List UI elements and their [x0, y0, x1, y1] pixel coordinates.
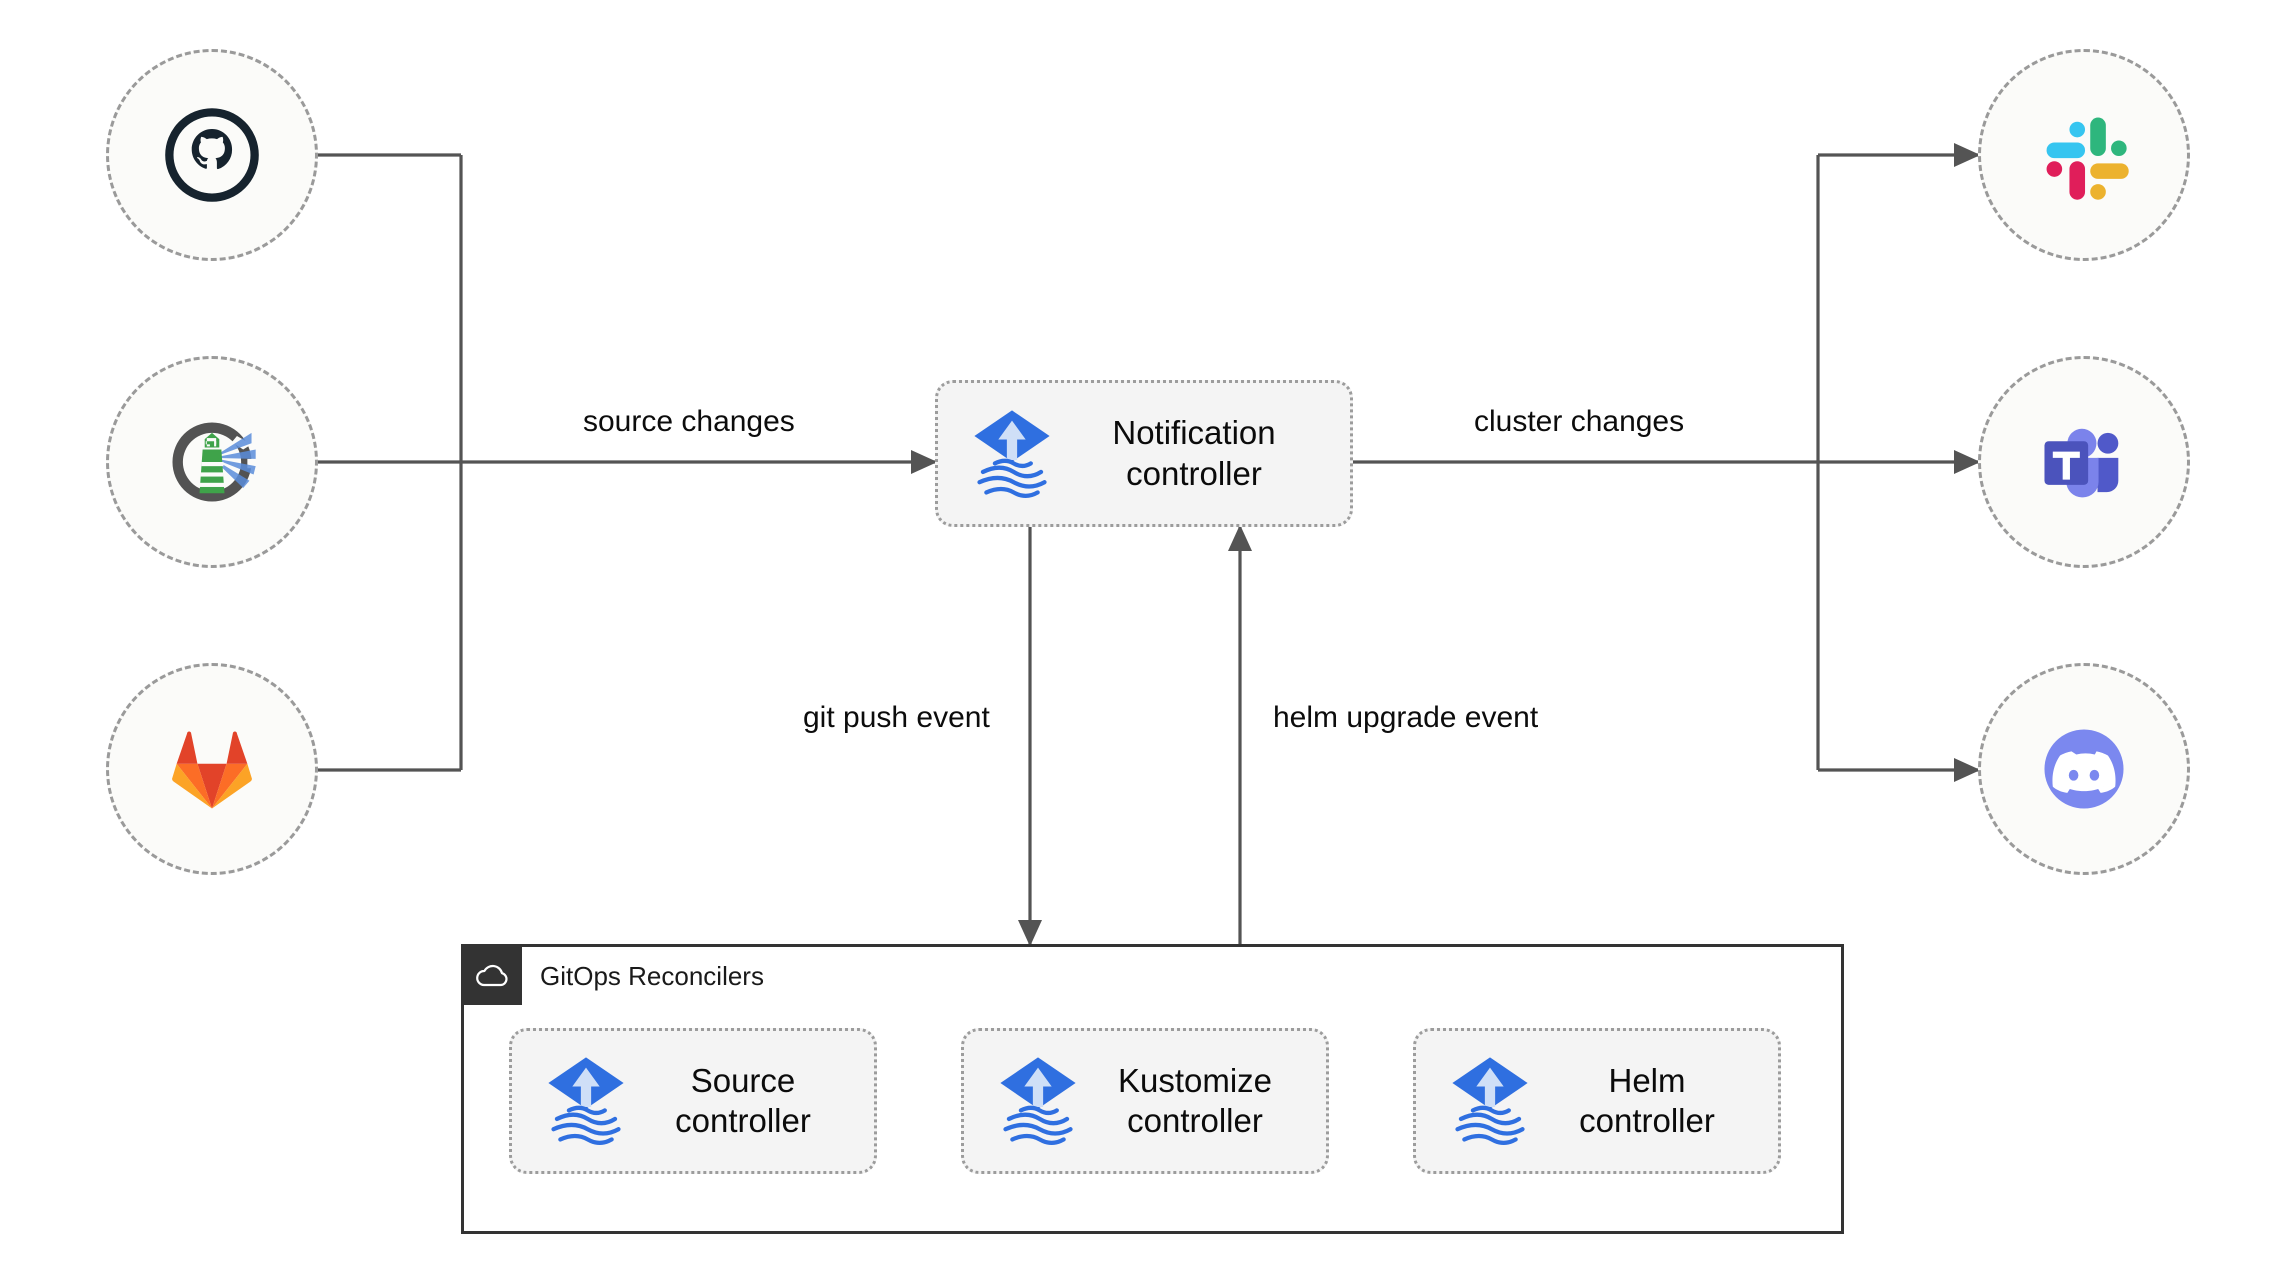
cloud-icon [476, 964, 508, 987]
flux-logo-icon [1000, 1057, 1076, 1146]
github-icon [165, 108, 259, 202]
edge-label-cluster-changes: cluster changes [1474, 405, 1685, 438]
lighthouse-icon [172, 422, 260, 502]
edge-label-source-changes: source changes [583, 405, 795, 438]
flux-logo-icon [548, 1057, 624, 1146]
teams-icon [2044, 428, 2119, 498]
notification-controller-label: Notification controller [1112, 414, 1276, 492]
helm-controller-label: Helm controller [1579, 1061, 1715, 1139]
flux-logo-icon [1452, 1057, 1528, 1146]
gitops-tab [464, 947, 522, 1005]
edge-label-helm-upgrade-event: helm upgrade event [1273, 701, 1539, 734]
gitlab-icon [172, 731, 252, 809]
slack-icon [2046, 117, 2129, 200]
flux-logo-icon [974, 409, 1050, 498]
helm-controller-card[interactable]: Helm controller [1413, 1028, 1781, 1174]
notification-controller-card[interactable]: Notification controller [935, 380, 1353, 527]
source-node-github[interactable] [106, 49, 318, 261]
destination-node-teams[interactable] [1978, 356, 2190, 568]
kustomize-controller-card[interactable]: Kustomize controller [961, 1028, 1329, 1174]
source-controller-card[interactable]: Source controller [509, 1028, 877, 1174]
edge-label-git-push-event: git push event [803, 701, 990, 734]
source-controller-label: Source controller [675, 1061, 811, 1139]
destination-node-slack[interactable] [1978, 49, 2190, 261]
source-node-gitlab[interactable] [106, 663, 318, 875]
destination-node-discord[interactable] [1978, 663, 2190, 875]
kustomize-controller-label: Kustomize controller [1117, 1061, 1273, 1139]
source-node-lighthouse[interactable] [106, 356, 318, 568]
discord-icon [2044, 729, 2124, 809]
gitops-group-title: GitOps Reconcilers [540, 961, 764, 991]
